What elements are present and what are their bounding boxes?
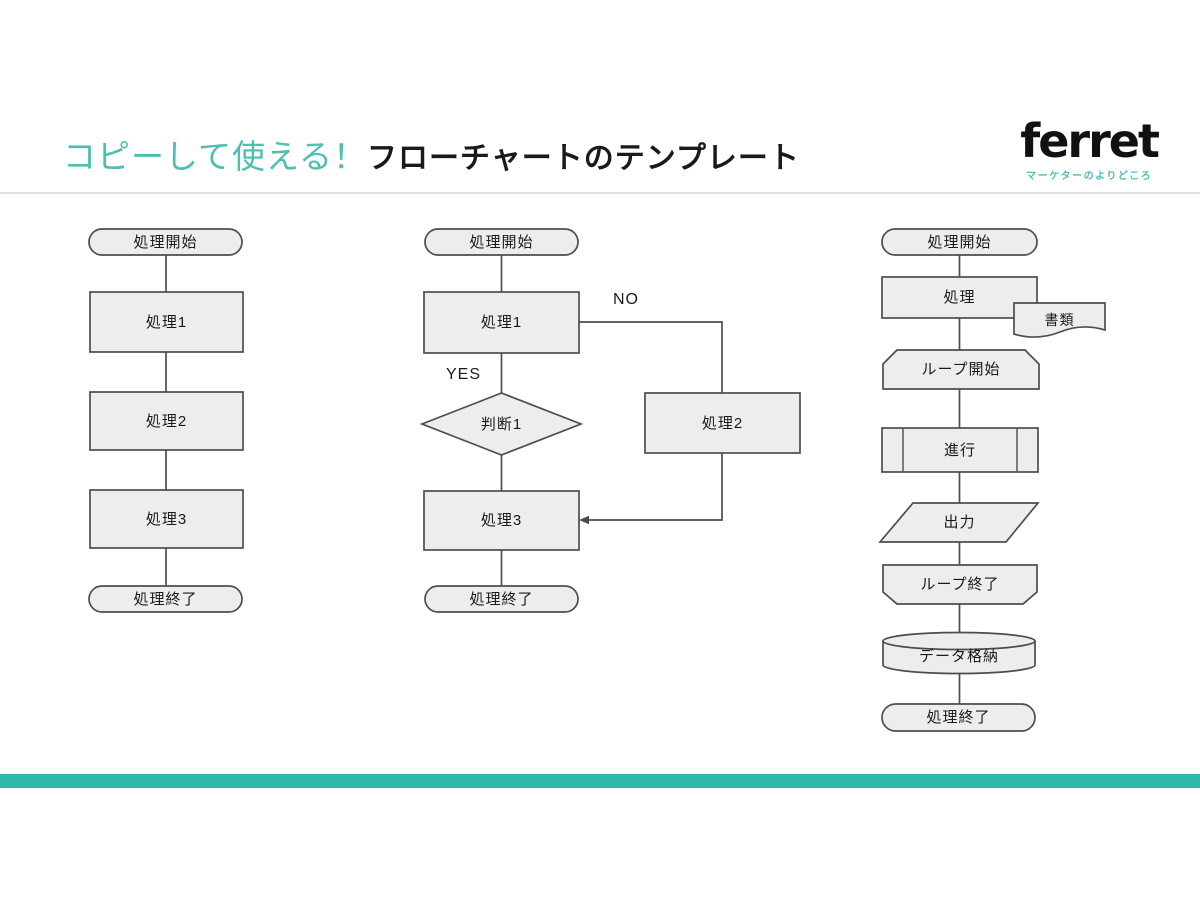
- process-2-label: 処理2: [702, 415, 743, 432]
- process-1-label: 処理1: [481, 314, 522, 331]
- process-2-box: [89, 391, 244, 451]
- document-shape: [1013, 302, 1106, 338]
- process-box: [881, 276, 1038, 319]
- predefined-process-shape: [881, 427, 1039, 473]
- ferret-logo: ferret マーケターのよりどころ: [1020, 114, 1160, 182]
- ferret-logo-wordmark: ferret: [1020, 114, 1160, 168]
- loop-start-label: ループ開始: [921, 361, 1000, 378]
- flowchart-basic: 処理開始 処理1 処理2 処理3 処理終了: [88, 228, 244, 613]
- title-main: フローチャートのテンプレート: [367, 142, 800, 175]
- process-1-box: [89, 291, 244, 353]
- process-3-label: 処理3: [146, 511, 187, 528]
- terminator-end-label: 処理終了: [926, 709, 990, 726]
- terminator-start-label: 処理開始: [133, 234, 197, 251]
- arrowhead: [579, 515, 589, 525]
- process-1-box: [423, 291, 580, 354]
- terminator-end-label: 処理終了: [469, 591, 533, 608]
- loop-end-label: ループ終了: [920, 576, 999, 593]
- terminator-end: [88, 585, 243, 613]
- process-2-box: [644, 392, 801, 454]
- io-parallelogram: [878, 502, 1040, 543]
- terminator-start: [881, 228, 1038, 256]
- terminator-start: [88, 228, 243, 256]
- predefined-label: 進行: [944, 442, 976, 459]
- database-label: データ格納: [919, 647, 999, 665]
- footer-accent-bar: [0, 774, 1200, 788]
- database-cylinder-top: [882, 631, 1036, 651]
- terminator-start-label: 処理開始: [927, 234, 991, 251]
- process-2-label: 処理2: [146, 413, 187, 430]
- page-title: コピーして使える！フローチャートのテンプレート: [63, 130, 800, 178]
- flowchart-decision: 処理開始 処理1 NO YES 判断1 処理2 処理3 処理終了: [419, 228, 801, 613]
- terminator-start-label: 処理開始: [469, 234, 533, 251]
- merge-line: [588, 453, 723, 521]
- loop-end-shape: [882, 564, 1038, 605]
- decision-diamond: [419, 392, 584, 456]
- process-3-box: [423, 490, 580, 551]
- terminator-start: [424, 228, 579, 256]
- title-accent: コピーして使える！: [63, 138, 368, 175]
- process-1-label: 処理1: [146, 314, 187, 331]
- terminator-end: [424, 585, 579, 613]
- header-divider: [0, 192, 1200, 194]
- flowchart-loop: 処理開始 処理 書類 ループ開始 進行 出力 ループ終了 データ格納 処理終了: [878, 228, 1106, 732]
- decision-label: 判断1: [481, 416, 522, 433]
- terminator-end: [881, 703, 1036, 732]
- loop-start-shape: [882, 349, 1040, 390]
- document-label: 書類: [1045, 312, 1075, 328]
- ferret-logo-tagline: マーケターのよりどころ: [1026, 171, 1153, 182]
- process-label: 処理: [943, 289, 975, 306]
- io-label: 出力: [943, 514, 975, 531]
- terminator-end-label: 処理終了: [133, 591, 197, 608]
- process-3-label: 処理3: [481, 512, 522, 529]
- edge-label-yes: YES: [446, 366, 481, 383]
- process-3-box: [89, 489, 244, 549]
- edge-label-no: NO: [613, 291, 639, 308]
- no-branch-line: [579, 321, 723, 393]
